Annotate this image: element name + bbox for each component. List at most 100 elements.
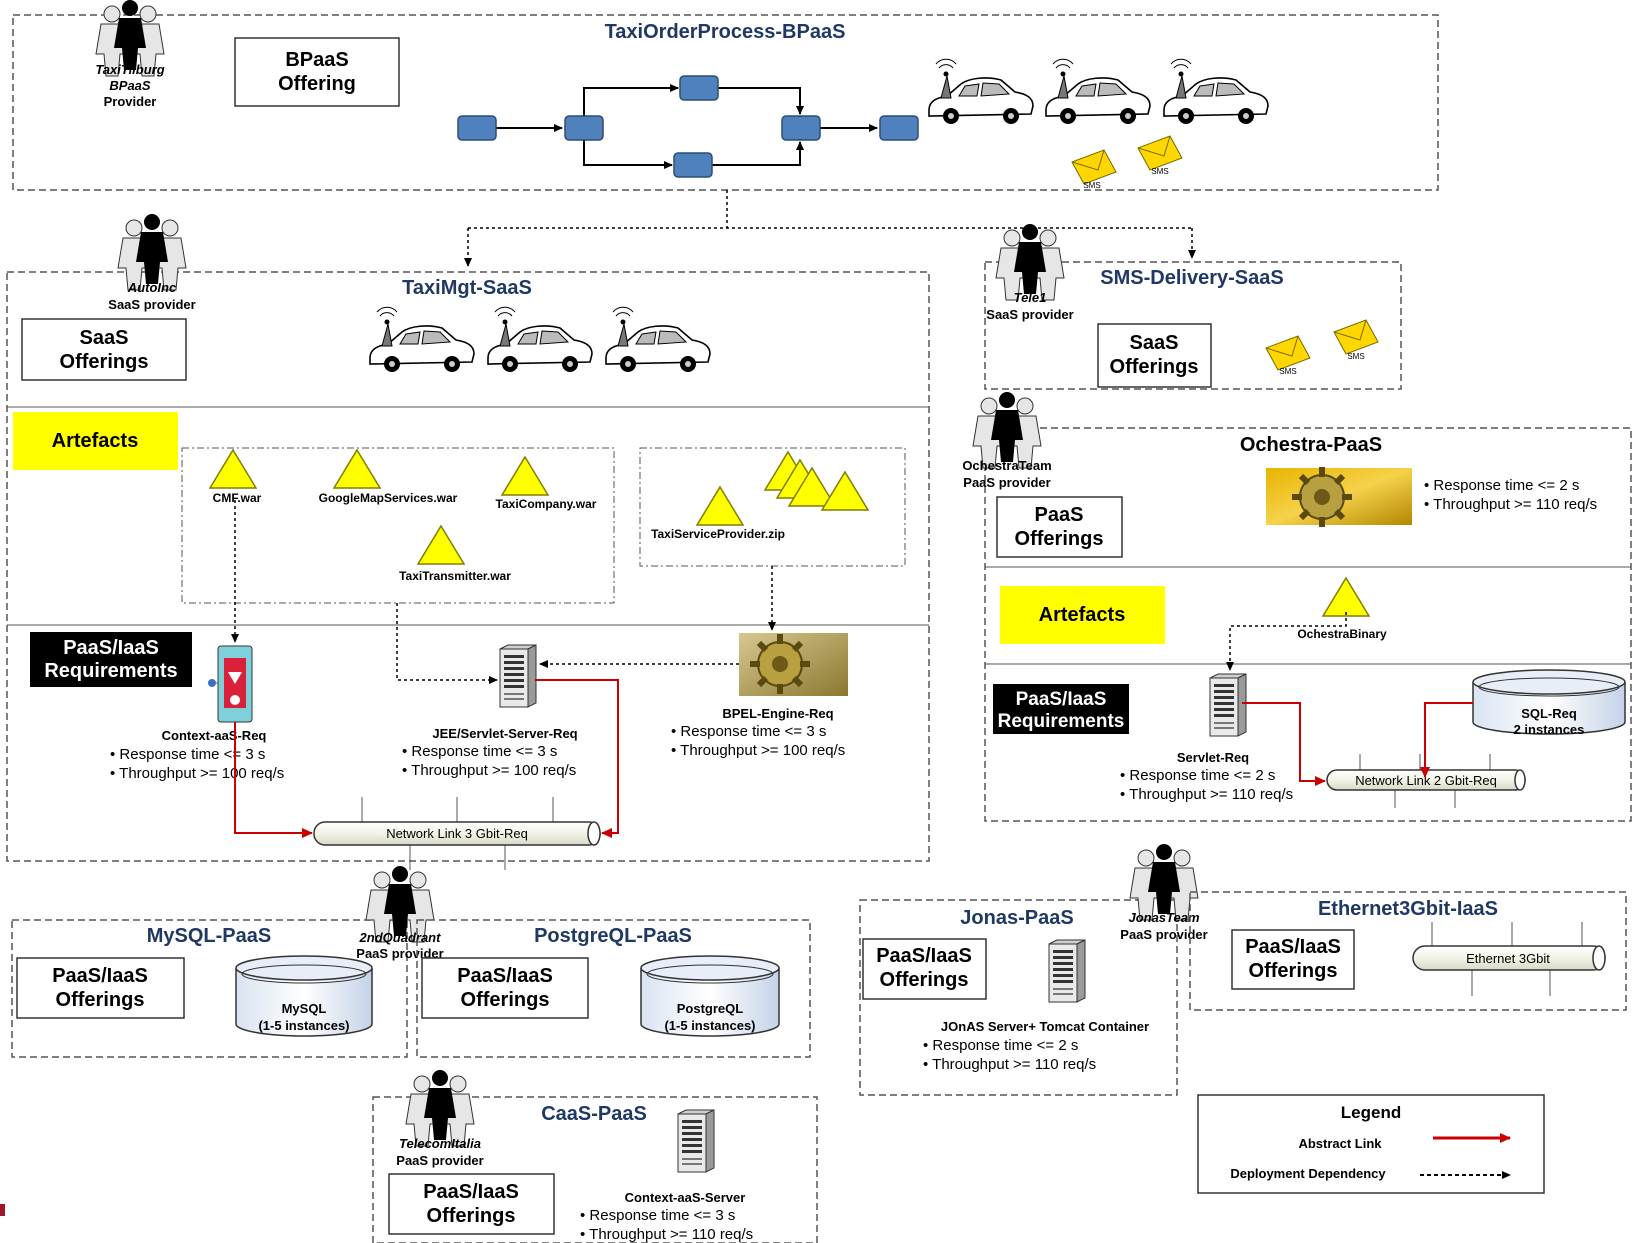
mysql-database-icon: MySQL (1-5 instances) (235, 955, 373, 1037)
sms-label: SMS (1347, 352, 1364, 361)
taxi-car-icon (1163, 58, 1269, 125)
sms-provider-name: Tele1 (1014, 290, 1047, 305)
provider-group-icon (118, 214, 186, 290)
artefact-label: OchestraBinary (1297, 627, 1387, 641)
orchestra-offering-line1: PaaS (1035, 504, 1084, 526)
taximgt-requirements-label-box (30, 632, 192, 687)
sms-envelope-icon (1137, 135, 1183, 171)
taximgt-artefacts-label-box (13, 412, 178, 470)
jonas-provider-name: JonasTeam (1128, 910, 1199, 925)
orchestra-requirements-line2: Requirements (998, 711, 1125, 732)
mysql-offering-box (16, 957, 185, 1019)
postgre-offering-box (421, 957, 589, 1019)
artefact-label: TaxiServiceProvider.zip (651, 527, 785, 541)
provider-group-icon (1130, 844, 1198, 920)
req-line: • Throughput >= 110 req/s (1120, 786, 1293, 803)
ethernet-offering-box (1231, 929, 1355, 990)
orchestra-provider-name: OchestraTeam (962, 458, 1051, 473)
server-icon (1209, 673, 1247, 737)
process-node (564, 115, 604, 141)
orchestra-artefacts-label-box (1000, 586, 1165, 644)
postgre-panel: PostgreQL-PaaS PaaS/IaaS Offerings Postg… (416, 919, 811, 1058)
process-node (679, 75, 719, 101)
mysql-db-label: MySQL (282, 1001, 327, 1016)
jonas-provider-role: PaaS provider (1120, 927, 1207, 942)
req-line: • Throughput >= 100 req/s (671, 742, 845, 759)
taxi-car-icon (605, 306, 711, 373)
jonas-offering-line1: PaaS/IaaS (876, 945, 972, 967)
ethernet-title: Ethernet3Gbit-IaaS (1318, 898, 1498, 920)
sms-offering-line1: SaaS (1130, 332, 1179, 354)
artefact-triangle-icon (333, 449, 381, 489)
taxi-car-icon (1045, 58, 1151, 125)
taximgt-title: TaxiMgt-SaaS (402, 277, 532, 299)
req-line: • Response time <= 3 s (671, 723, 826, 740)
req-line: • Response time <= 3 s (110, 746, 265, 763)
process-node (457, 115, 497, 141)
provider-group-icon (406, 1070, 474, 1146)
process-node (879, 115, 919, 141)
taximgt-offering-box (21, 318, 187, 381)
taximgt-offering-line2: Offerings (60, 351, 149, 373)
quadrant-provider-name: 2ndQuadrant (359, 930, 442, 945)
qos-line: • Throughput >= 110 req/s (1424, 496, 1597, 513)
postgre-db-instances: (1-5 instances) (664, 1018, 755, 1033)
taximgt-panel: AutoInc SaaS provider TaxiMgt-SaaS SaaS … (6, 214, 930, 870)
caas-provider-role: PaaS provider (396, 1153, 483, 1168)
bpaas-provider-line1: TaxiTilburg (95, 62, 164, 77)
orchestra-offering-box (996, 496, 1123, 558)
sms-label: SMS (1151, 167, 1168, 176)
sms-panel: Tele1 SaaS provider SMS-Delivery-SaaS Sa… (984, 224, 1402, 390)
req-name: Context-aaS-Req (162, 728, 267, 743)
sms-offering-box (1097, 323, 1212, 388)
legend-abstract-label: Abstract Link (1298, 1136, 1382, 1151)
postgre-db-label: PostgreQL (677, 1001, 744, 1016)
process-node (673, 152, 713, 178)
sql-instances: 2 instances (1514, 722, 1585, 737)
artefact-label: TaxiTransmitter.war (399, 569, 511, 583)
taximgt-artefacts-label: Artefacts (52, 430, 139, 452)
req-line: • Throughput >= 110 req/s (580, 1226, 753, 1243)
orchestra-abstract-links (1242, 702, 1473, 786)
server-icon (677, 1109, 715, 1173)
ethernet-offering-line1: PaaS/IaaS (1245, 936, 1341, 958)
bpaas-panel: TaxiTilburg BPaaS Provider BPaaS Offerin… (12, 0, 1439, 191)
req-line: • Throughput >= 100 req/s (110, 765, 284, 782)
req-line: • Throughput >= 100 req/s (402, 762, 576, 779)
jonas-offering-box (862, 938, 987, 1000)
legend: Legend Abstract Link Deployment Dependen… (1197, 1094, 1545, 1194)
req-line: • Response time <= 2 s (923, 1037, 1078, 1054)
req-line: • Response time <= 2 s (1120, 767, 1275, 784)
process-node (781, 115, 821, 141)
caas-offering-line1: PaaS/IaaS (423, 1181, 519, 1203)
network-link-label: Network Link 3 Gbit-Req (386, 826, 528, 841)
taximgt-provider-name: AutoInc (127, 280, 177, 295)
sms-provider-role: SaaS provider (986, 307, 1073, 322)
artefact-triangle-icon (501, 456, 549, 496)
jonas-title: Jonas-PaaS (960, 907, 1073, 929)
server-icon (1048, 939, 1086, 1003)
ethernet-offering-line2: Offerings (1249, 960, 1338, 982)
war-artefacts-group (181, 447, 615, 604)
artefact-triangle-icon (696, 486, 744, 526)
network-link-3gbit: Network Link 3 Gbit-Req (313, 797, 601, 870)
postgre-offering-line1: PaaS/IaaS (457, 965, 553, 987)
network-link-2gbit: Network Link 2 Gbit-Req (1326, 754, 1526, 808)
taximgt-abstract-links (234, 679, 619, 838)
qos-line: • Response time <= 2 s (1424, 477, 1579, 494)
taximgt-deploy-links (231, 500, 776, 684)
ethernet-panel: Ethernet3Gbit-IaaS PaaS/IaaS Offerings E… (1189, 891, 1627, 1011)
provider-group-icon (973, 392, 1041, 468)
network-link-label: Network Link 2 Gbit-Req (1355, 773, 1497, 788)
bpaas-offering-box (234, 37, 400, 107)
bpaas-provider-line2: BPaaS (109, 78, 151, 93)
sms-title: SMS-Delivery-SaaS (1100, 267, 1283, 289)
orchestra-panel: OchestraTeam PaaS provider Ochestra-PaaS… (962, 392, 1632, 822)
server-icon (499, 644, 537, 708)
mysql-panel: MySQL-PaaS PaaS/IaaS Offerings MySQL (1-… (11, 919, 408, 1058)
taximgt-offering-line1: SaaS (80, 327, 129, 349)
sms-envelope-icon (1071, 149, 1117, 185)
artefact-triangle-icon (209, 449, 257, 489)
orchestra-title: Ochestra-PaaS (1240, 434, 1382, 456)
